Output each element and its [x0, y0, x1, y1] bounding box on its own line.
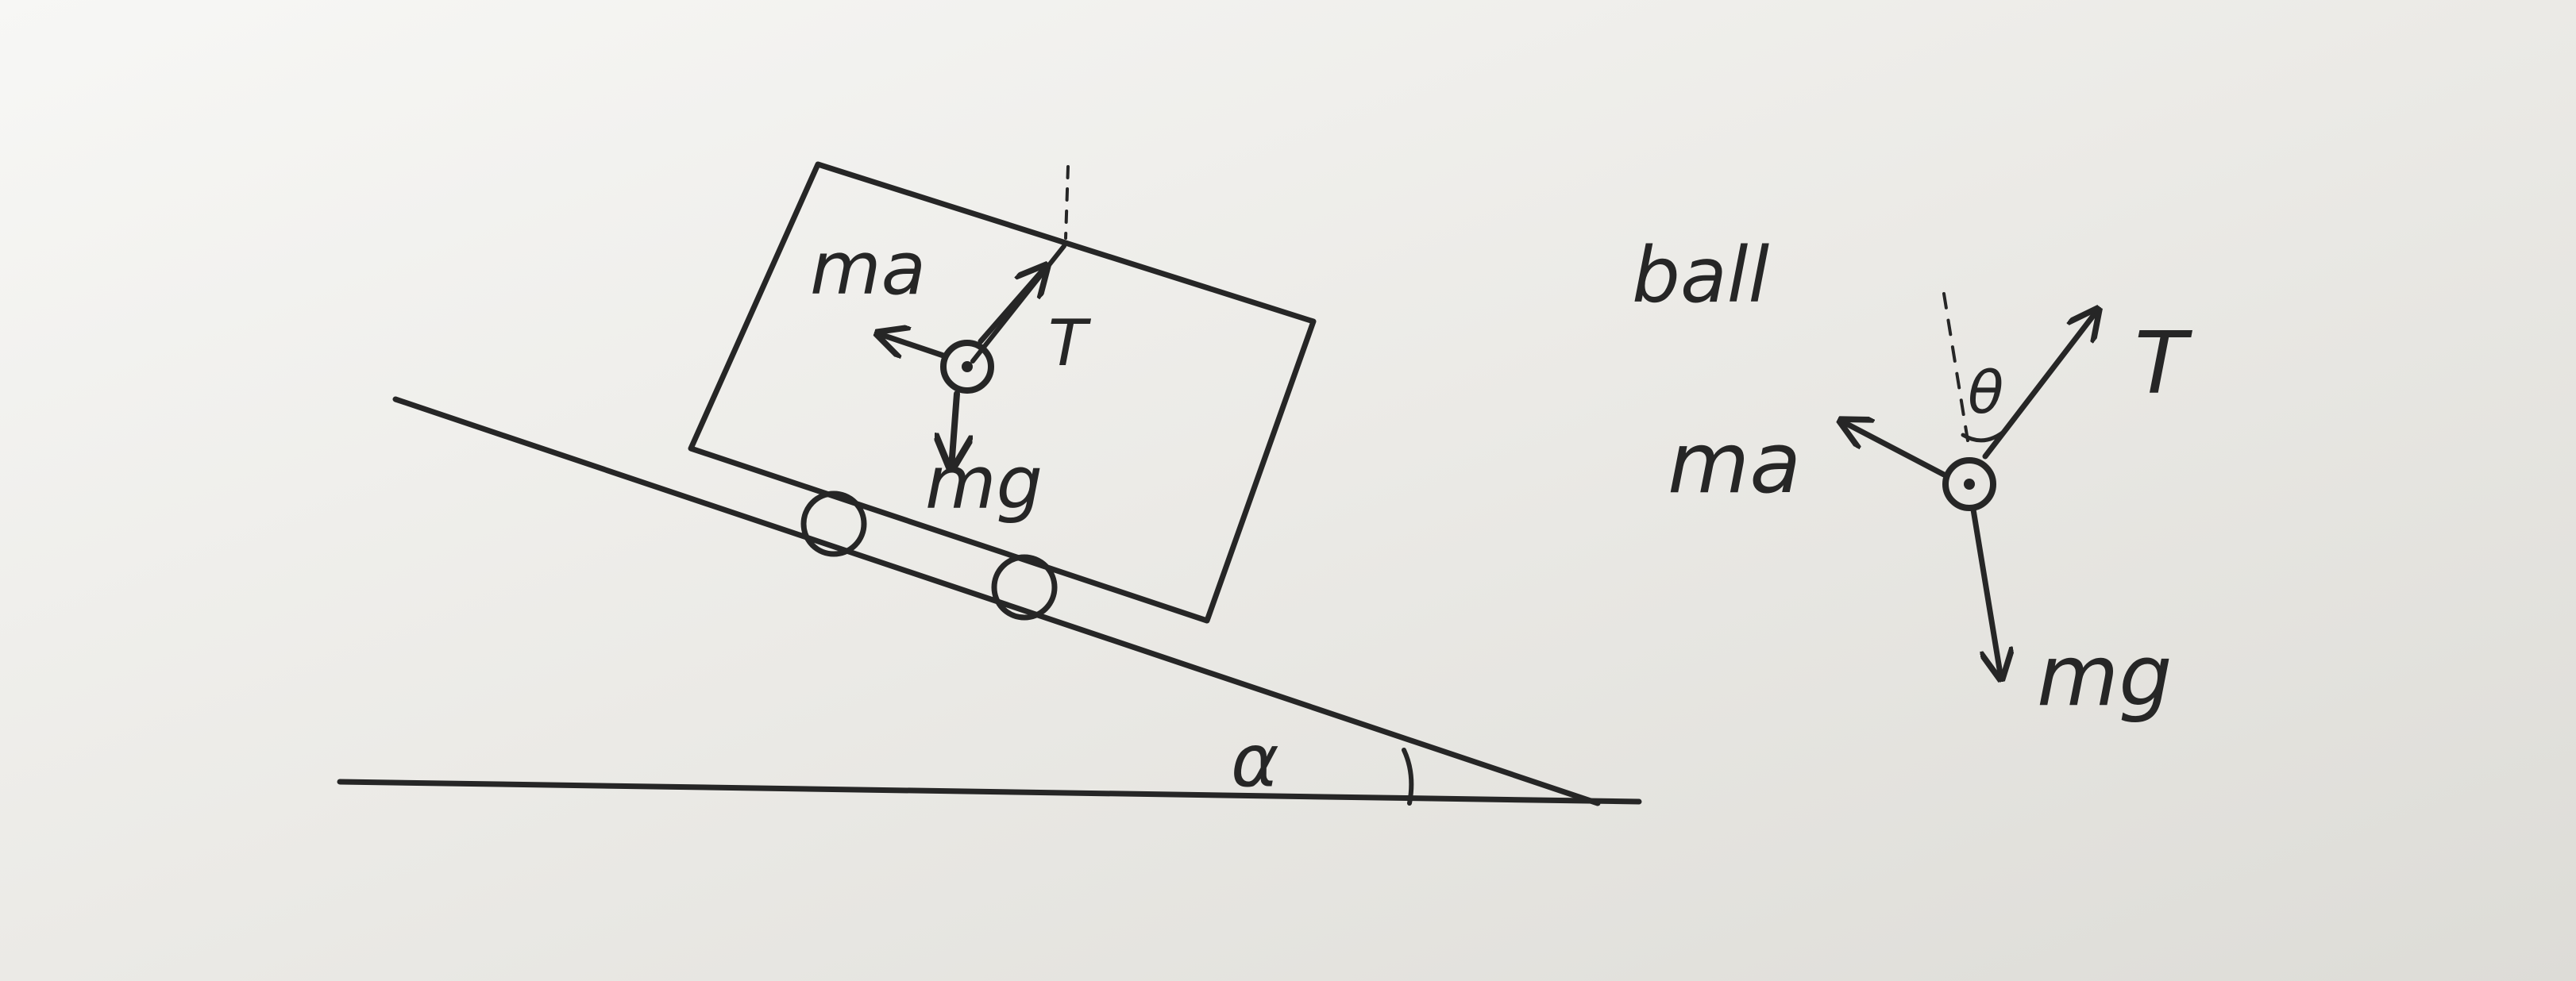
hanging-ball-center	[962, 361, 973, 372]
ground-line	[337, 779, 1642, 805]
incline-diagram: α T ma mg	[337, 161, 1642, 806]
cart: T ma mg	[688, 161, 1317, 624]
ma-label: ma	[810, 226, 926, 311]
gravity-label: mg	[925, 440, 1043, 525]
ma-arrow	[1841, 421, 1947, 478]
tension-arrow	[978, 266, 1047, 344]
ball-center	[1964, 479, 1975, 490]
ball	[1942, 457, 1996, 511]
cart-body	[688, 161, 1317, 624]
alpha-angle-arc	[1402, 748, 1414, 806]
theta-label: θ	[1968, 359, 2003, 427]
ball-title: ball	[1632, 231, 1769, 320]
gravity-arrow	[951, 390, 957, 468]
tension-label: T	[1048, 306, 1092, 380]
theta-angle-arc	[1961, 426, 2010, 443]
alpha-label: α	[1231, 718, 1279, 803]
cart-wheel-rear	[800, 490, 867, 557]
gravity-arrow	[1970, 506, 2001, 679]
hanging-ball	[940, 340, 994, 394]
ma-label: ma	[1668, 414, 1801, 512]
tension-label: T	[2134, 314, 2192, 414]
ball-free-body-diagram: ball T θ ma mg	[1632, 231, 2192, 725]
cart-wheel-front	[991, 554, 1058, 621]
gravity-label: mg	[2037, 627, 2173, 725]
ma-arrow	[877, 333, 947, 356]
vertical-reference-dashes	[1064, 165, 1070, 240]
